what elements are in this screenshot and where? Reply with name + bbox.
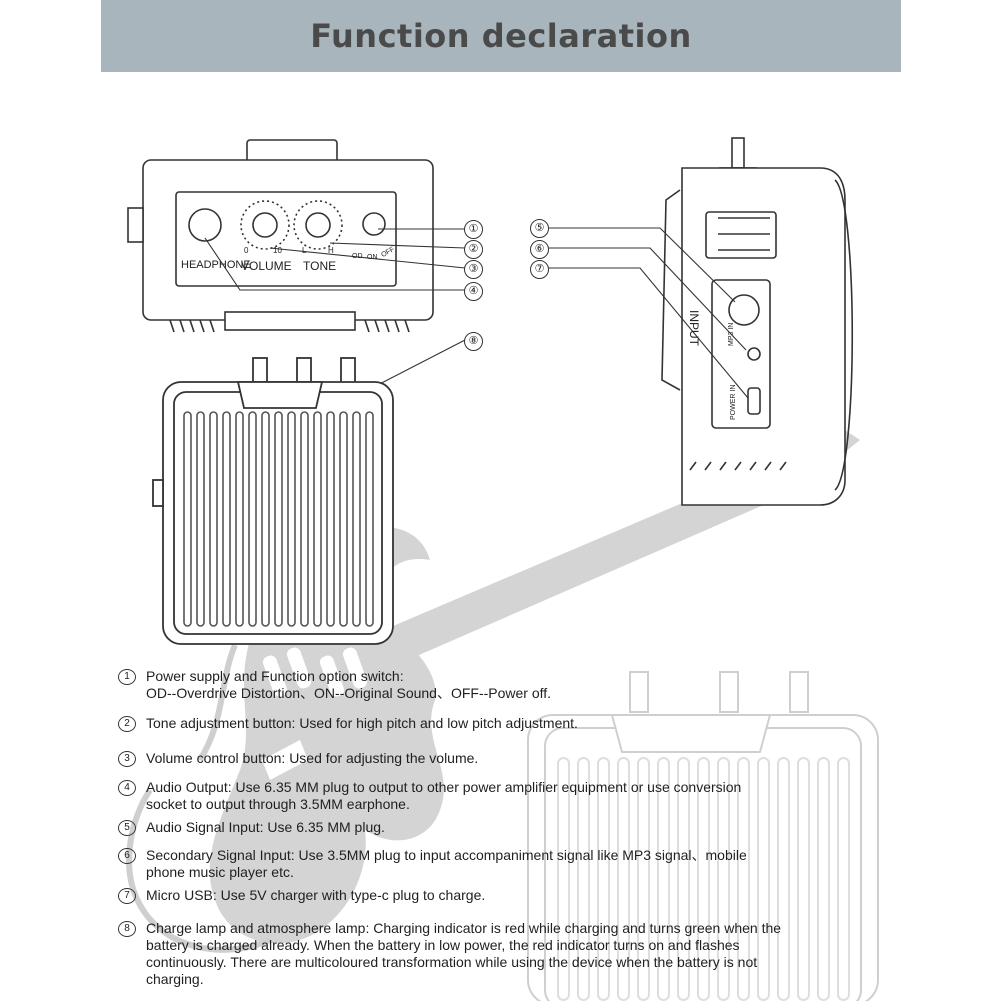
- description-text-cont: continuously. There are multicoloured tr…: [146, 954, 758, 970]
- grille-bar: [677, 757, 690, 1001]
- volume-min-label: 0: [244, 246, 249, 255]
- grille-bar: [737, 757, 750, 1001]
- grille-bar: [313, 411, 322, 627]
- callout-2: ②: [464, 240, 483, 259]
- description-text-cont: socket to output through 3.5MM earphone.: [146, 796, 410, 812]
- amp-grille-view: [152, 357, 394, 645]
- callout-7: ⑦: [530, 260, 549, 279]
- description-text: Power supply and Function option switch:: [146, 668, 404, 684]
- grille-bar: [196, 411, 205, 627]
- description-item-8: 8 Charge lamp and atmosphere lamp: Charg…: [118, 920, 781, 988]
- grille-bar: [557, 757, 570, 1001]
- title-banner: Function declaration: [101, 0, 901, 72]
- grille-bar: [352, 411, 361, 627]
- switch-od-label: OD: [352, 253, 363, 260]
- description-item-7: 7 Micro USB: Use 5V charger with type-c …: [118, 887, 485, 904]
- grille-bar: [274, 411, 283, 627]
- tone-high-label: H: [328, 246, 334, 255]
- tone-low-label: L: [302, 246, 307, 255]
- description-text-cont: charging.: [146, 971, 204, 987]
- headphone-label: HEADPHONE: [181, 259, 251, 271]
- callout-8: ⑧: [464, 332, 483, 351]
- tone-label: TONE: [303, 259, 337, 273]
- description-item-2: 2 Tone adjustment button: Used for high …: [118, 715, 578, 732]
- description-number: 2: [118, 716, 136, 732]
- page-title: Function declaration: [310, 17, 692, 55]
- description-number: 8: [118, 921, 136, 937]
- faded-grille-view: [527, 671, 879, 1001]
- callout-4: ④: [464, 282, 483, 301]
- grille-bar: [365, 411, 374, 627]
- description-text: Charge lamp and atmosphere lamp: Chargin…: [146, 920, 782, 936]
- description-text: Micro USB: Use 5V charger with type-c pl…: [146, 887, 486, 903]
- grille-bar: [248, 411, 257, 627]
- grille-bar: [757, 757, 770, 1001]
- callout-3: ③: [464, 260, 483, 279]
- description-text-cont: phone music player etc.: [146, 864, 294, 880]
- grille-bar: [837, 757, 850, 1001]
- side-leader-lines: [548, 227, 749, 399]
- description-text: Secondary Signal Input: Use 3.5MM plug t…: [146, 847, 747, 863]
- description-item-5: 5 Audio Signal Input: Use 6.35 MM plug.: [118, 819, 385, 836]
- grille-bar: [235, 411, 244, 627]
- switch-on-label: ON: [367, 254, 378, 261]
- front-leader-lines: [204, 228, 466, 391]
- grille-bar: [777, 757, 790, 1001]
- description-text: Volume control button: Used for adjustin…: [146, 750, 479, 766]
- mp3-in-label: MP3 IN: [728, 322, 735, 346]
- description-text-cont: battery is charged already. When the bat…: [146, 937, 740, 953]
- volume-label: VOLUME: [241, 259, 292, 273]
- callout-1: ①: [464, 220, 483, 239]
- description-item-6: 6 Secondary Signal Input: Use 3.5MM plug…: [118, 847, 747, 881]
- grille-bar: [339, 411, 348, 627]
- grille-bar: [326, 411, 335, 627]
- description-item-3: 3 Volume control button: Used for adjust…: [118, 750, 478, 767]
- grille-bar: [300, 411, 309, 627]
- description-text: Audio Signal Input: Use 6.35 MM plug.: [146, 819, 385, 835]
- grille-bar: [183, 411, 192, 627]
- description-item-4: 4 Audio Output: Use 6.35 MM plug to outp…: [118, 779, 741, 813]
- callout-5: ⑤: [530, 219, 549, 238]
- grille-bar: [657, 757, 670, 1001]
- amp-side-view: [661, 137, 854, 506]
- description-number: 3: [118, 751, 136, 767]
- grille-bar: [697, 757, 710, 1001]
- description-number: 7: [118, 888, 136, 904]
- description-item-1: 1 Power supply and Function option switc…: [118, 668, 551, 702]
- volume-max-label: 10: [273, 246, 282, 255]
- grille-bar: [717, 757, 730, 1001]
- amp-top-view: [127, 139, 434, 333]
- grille-bar: [797, 757, 810, 1001]
- grille-bar: [617, 757, 630, 1001]
- grille-bar: [637, 757, 650, 1001]
- faded-grille-bars: [557, 757, 850, 1001]
- description-number: 5: [118, 820, 136, 836]
- grille-bar: [597, 757, 610, 1001]
- description-text: Audio Output: Use 6.35 MM plug to output…: [146, 779, 742, 795]
- guitar-pickups: [262, 647, 368, 780]
- description-number: 4: [118, 780, 136, 796]
- grille-bar: [209, 411, 218, 627]
- callout-6: ⑥: [530, 240, 549, 259]
- description-number: 1: [118, 669, 136, 685]
- grille-bar: [222, 411, 231, 627]
- description-text-cont: OD--Overdrive Distortion、ON--Original So…: [146, 685, 552, 701]
- grille-bar: [577, 757, 590, 1001]
- grille-bar: [817, 757, 830, 1001]
- grille-bar: [261, 411, 270, 627]
- power-in-label: POWER IN: [730, 384, 737, 420]
- grille-bar: [287, 411, 296, 627]
- description-text: Tone adjustment button: Used for high pi…: [146, 715, 578, 731]
- input-label: INPUT: [687, 310, 701, 346]
- grille-bars: [183, 411, 374, 627]
- description-number: 6: [118, 848, 136, 864]
